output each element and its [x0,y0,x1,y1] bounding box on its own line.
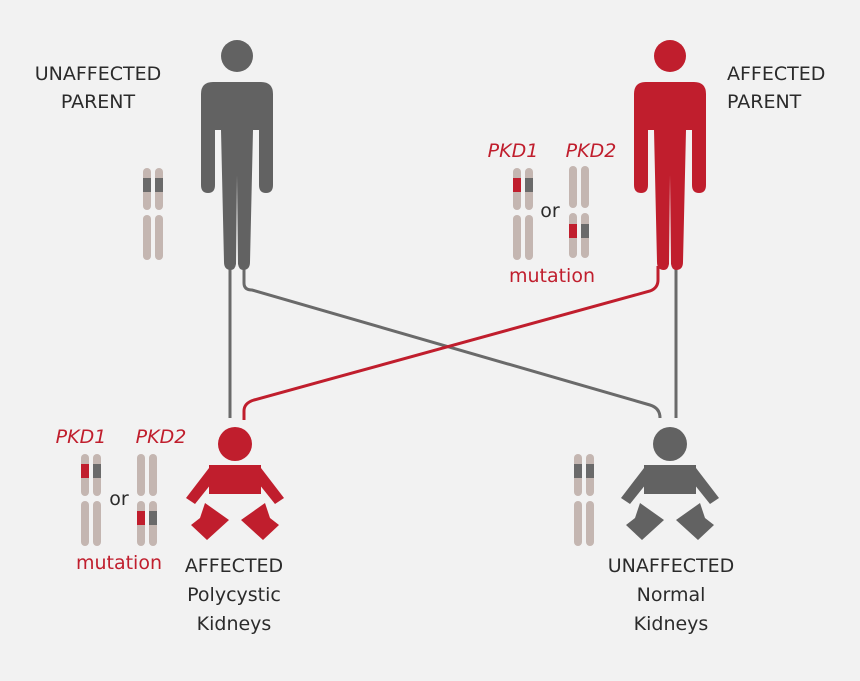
unaffected-parent-icon [201,40,273,270]
affected-child-pkd1-chromosomes [81,454,101,546]
affected-child-pkd2-chromosomes [137,454,157,546]
unaffected-parent-label-line1: UNAFFECTED [35,63,162,85]
child-gene2-label: PKD2 [136,426,187,448]
affected-child-label-line2: Polycystic [187,584,281,606]
line-unaffected-to-unaffected-child [242,266,662,419]
unaffected-child-icon [621,427,719,540]
affected-child-icon [186,427,284,540]
affected-child-label-line1: AFFECTED [185,555,283,577]
child-or-label: or [109,488,129,510]
unaffected-child-chromosomes [574,454,594,546]
unaffected-parent-label-line2: PARENT [61,91,136,113]
unaffected-child-label-line1: UNAFFECTED [608,555,735,577]
affected-parent-label-line1: AFFECTED [727,63,825,85]
child-mutation-label: mutation [76,552,162,574]
parent-mutation-label: mutation [509,265,595,287]
affected-parent-pkd1-chromosomes [513,168,533,260]
affected-parent-label-line2: PARENT [727,91,802,113]
unaffected-parent-chromosomes [143,168,163,260]
child-gene1-label: PKD1 [56,426,107,448]
affected-child-label-line3: Kidneys [197,613,272,635]
unaffected-child-label-line3: Kidneys [634,613,709,635]
unaffected-child-label-line2: Normal [637,584,706,606]
line-affected-to-affected-child [242,266,660,420]
parent-or-label: or [540,200,560,222]
affected-parent-pkd2-chromosomes [569,166,589,258]
parent-gene1-label: PKD1 [488,140,539,162]
affected-parent-icon [634,40,706,270]
parent-gene2-label: PKD2 [566,140,617,162]
